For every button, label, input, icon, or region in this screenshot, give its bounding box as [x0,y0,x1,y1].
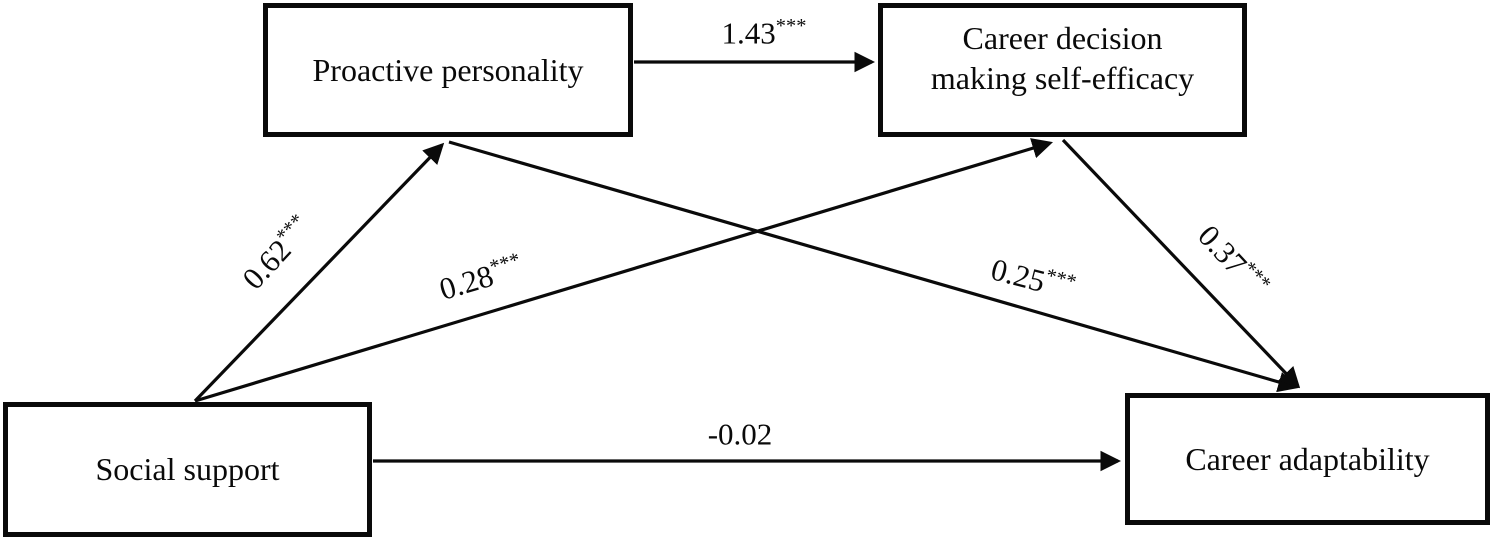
coefficient-social-to-adaptability: -0.02 [708,419,773,450]
node-career-adaptability: Career adaptability [1125,393,1490,525]
coefficient-value: -0.02 [707,416,773,452]
node-cdmse-label-line2: making self-efficacy [930,60,1195,97]
node-social-support: Social support [3,402,372,537]
coefficient-proactive-to-cdmse: 1.43*** [721,15,807,51]
significance-stars: *** [775,15,807,38]
node-cdmse-label-line1: Career decision [962,20,1163,56]
node-proactive-personality: Proactive personality [263,3,633,137]
arrow-social-to-proactive [193,142,445,403]
node-proactive-personality-label: Proactive personality [312,51,584,88]
arrow-social-to-cdmse [194,138,1053,403]
node-social-support-label: Social support [95,451,280,488]
arrow-cdmse-to-adaptability [1061,138,1301,389]
arrow-proactive-to-adaptability [448,140,1299,393]
node-career-adaptability-label: Career adaptability [1185,440,1430,477]
coefficient-value: 1.43 [721,15,776,51]
node-career-decision-making-self-efficacy: Career decision making self-efficacy [878,3,1247,137]
